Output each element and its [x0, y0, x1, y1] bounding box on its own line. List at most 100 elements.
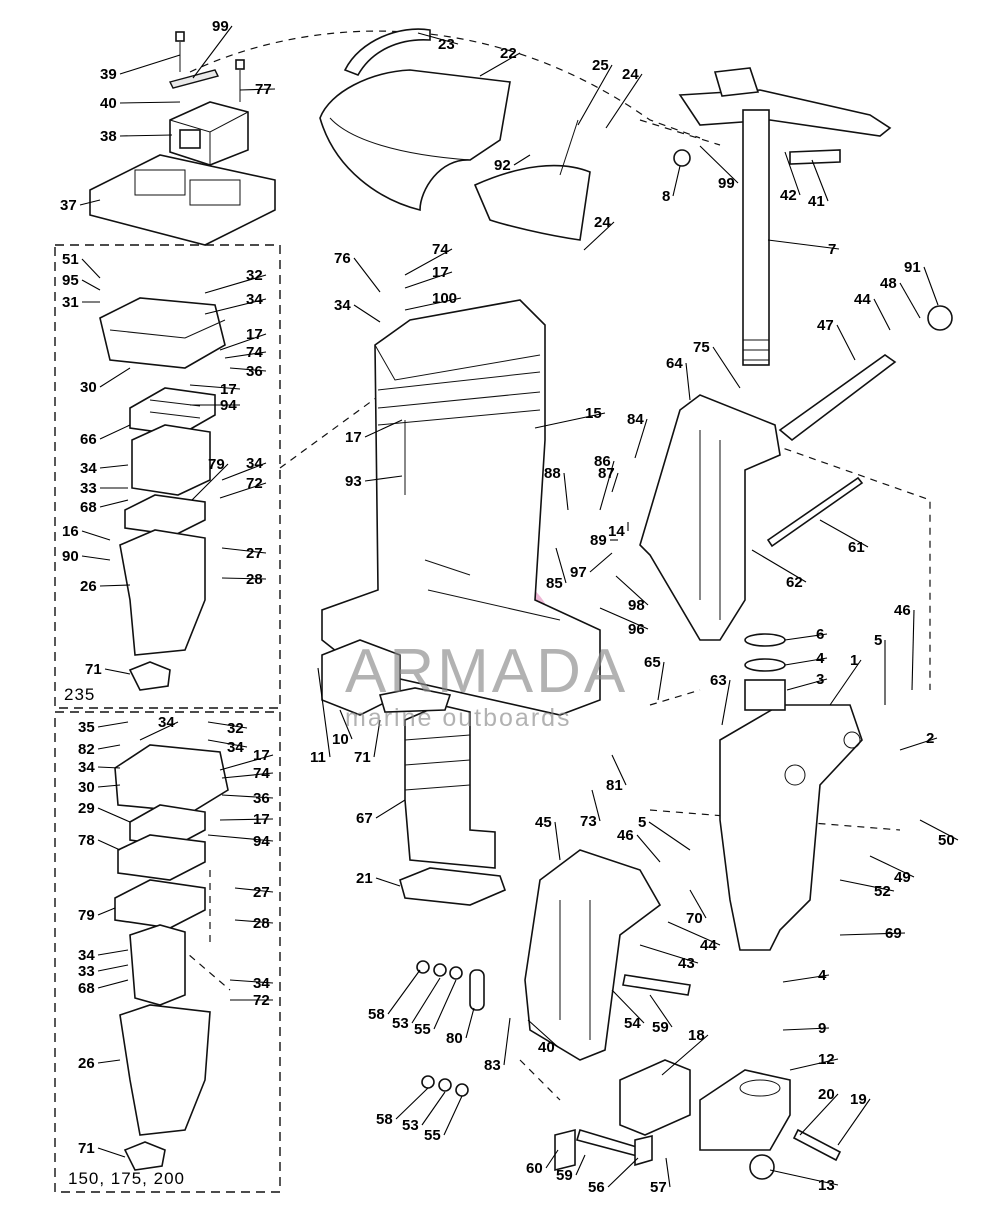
leader-line-13: [769, 1169, 839, 1186]
leader-line-91: [923, 266, 939, 306]
callout-24: 24: [594, 214, 611, 231]
leader-line-65: [657, 661, 665, 701]
callout-26: 26: [80, 578, 97, 595]
leader-line-49: [869, 855, 915, 878]
leader-line-71: [104, 668, 131, 675]
callout-88: 88: [544, 465, 561, 482]
leader-line-81: [611, 754, 627, 786]
leader-line-83: [503, 1017, 511, 1066]
callout-76: 76: [334, 250, 351, 267]
callout-39: 39: [100, 66, 117, 83]
part-seal-21: [399, 867, 507, 906]
part-manifold-68-150: [129, 924, 186, 1006]
leader-line-96: [599, 607, 649, 630]
part-lower-cowl-22: [319, 69, 511, 212]
leader-line-100: [404, 297, 462, 311]
callout-34: 34: [227, 739, 244, 756]
callout-80: 80: [446, 1030, 463, 1047]
callout-14: 14: [608, 523, 625, 540]
callout-45: 45: [535, 814, 552, 831]
leader-line-17: [219, 818, 274, 821]
callout-71: 71: [78, 1140, 95, 1157]
callout-37: 37: [60, 197, 77, 214]
leader-line-7: [767, 239, 840, 250]
leader-lines: [79, 25, 959, 1188]
leader-line-11: [317, 667, 331, 758]
leader-line-68: [97, 979, 129, 989]
callout-25: 25: [592, 57, 609, 74]
callout-36: 36: [253, 790, 270, 807]
callout-28: 28: [253, 915, 270, 932]
leader-line-73: [591, 789, 601, 822]
group-label-150-175-200: 150, 175, 200: [68, 1169, 185, 1188]
callout-5: 5: [874, 632, 882, 649]
callout-74: 74: [432, 241, 449, 258]
part-exhaust-housing-15: [321, 299, 601, 716]
callout-66: 66: [80, 431, 97, 448]
group-label-235: 235: [64, 685, 95, 704]
callout-17: 17: [253, 811, 270, 828]
leader-line-53: [421, 1091, 446, 1126]
callout-90: 90: [62, 548, 79, 565]
leader-line-34: [97, 766, 121, 769]
callout-40: 40: [100, 95, 117, 112]
part-screw-77: [235, 59, 245, 102]
callout-23: 23: [438, 36, 455, 53]
callout-32: 32: [227, 720, 244, 737]
callout-34: 34: [246, 455, 263, 472]
leader-line-12: [789, 1058, 839, 1071]
callout-36: 36: [246, 363, 263, 380]
leader-line-60: [545, 1149, 559, 1169]
callout-38: 38: [100, 128, 117, 145]
leader-line-19: [837, 1098, 871, 1146]
leader-line-36: [221, 794, 274, 799]
callout-34: 34: [78, 759, 95, 776]
leader-line-17: [219, 333, 267, 351]
leader-line-40: [527, 1019, 559, 1048]
callout-4: 4: [818, 967, 827, 984]
callout-28: 28: [246, 571, 263, 588]
leader-line-32: [204, 274, 267, 294]
callout-12: 12: [818, 1051, 835, 1068]
callout-55: 55: [414, 1021, 431, 1038]
leader-line-30: [97, 784, 121, 788]
part-screw-39: [175, 31, 185, 72]
leader-line-24: [583, 221, 615, 251]
part-seal-71-235: [128, 661, 171, 691]
leader-line-20: [799, 1093, 839, 1136]
leader-line-87: [611, 472, 619, 493]
leader-line-27: [221, 547, 267, 554]
leader-line-58: [387, 969, 421, 1015]
leader-line-54: [611, 989, 645, 1024]
leader-line-3: [786, 678, 828, 691]
part-bracket-56: [634, 1134, 653, 1167]
callout-19: 19: [850, 1091, 867, 1108]
part-nut-13: [749, 1154, 775, 1180]
callout-31: 31: [62, 294, 79, 311]
leader-line-15: [534, 412, 606, 429]
callout-52: 52: [874, 883, 891, 900]
leader-line-80: [465, 1007, 475, 1039]
leader-line-52: [839, 879, 895, 892]
part-bolt-19: [792, 1128, 842, 1162]
callout-34: 34: [80, 460, 97, 477]
leader-line-98: [615, 575, 649, 606]
leader-line-88: [563, 472, 569, 511]
leader-line-84: [634, 418, 648, 459]
part-strap-99: [168, 69, 220, 89]
callout-43: 43: [678, 955, 695, 972]
part-adapter-gasket-37: [89, 154, 276, 246]
leader-line-59: [575, 1154, 586, 1176]
leader-line-79: [97, 907, 116, 916]
part-washers-58-53-55-upper: [416, 960, 463, 980]
leader-line-34: [139, 721, 179, 741]
leader-line-82: [97, 744, 121, 750]
callout-99: 99: [718, 175, 735, 192]
leader-line-34: [99, 464, 129, 469]
callout-27: 27: [253, 884, 270, 901]
leader-line-9: [782, 1027, 830, 1031]
part-gasket-79-235: [124, 494, 206, 536]
callout-96: 96: [628, 621, 645, 638]
